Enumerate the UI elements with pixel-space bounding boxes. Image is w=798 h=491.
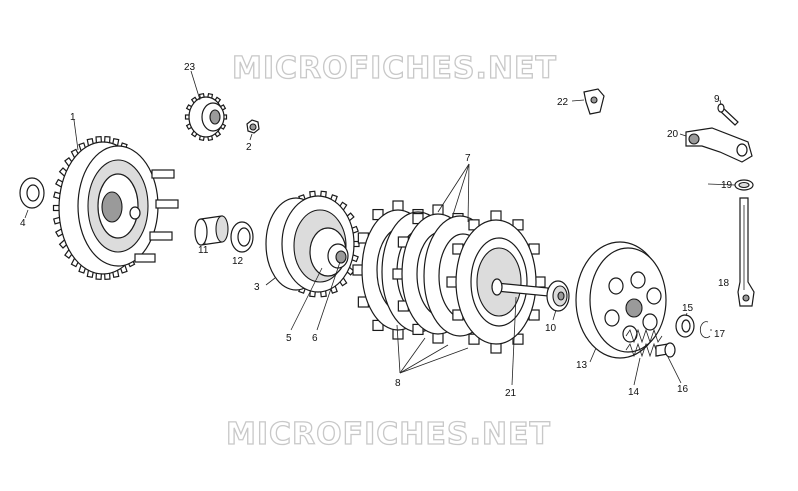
part-23-gear [184, 92, 228, 142]
callout-2: 2 [246, 142, 252, 153]
callout-19: 19 [721, 180, 733, 191]
part-1-clutch-housing [52, 136, 179, 280]
part-10-bearing [546, 280, 570, 312]
callout-7: 7 [465, 153, 471, 164]
callout-18: 18 [718, 278, 730, 289]
callout-4: 4 [20, 218, 26, 229]
callout-21: 21 [505, 388, 517, 399]
part-15-washer [675, 314, 695, 338]
callout-13: 13 [576, 360, 588, 371]
part-21-pushrod [491, 278, 549, 297]
part-16-bolt [655, 342, 676, 358]
callout-15: 15 [682, 303, 694, 314]
callout-23: 23 [184, 62, 196, 73]
callout-11: 11 [198, 245, 209, 256]
callout-8: 8 [395, 378, 401, 389]
part-13-pressure-plate [575, 241, 667, 359]
callout-6: 6 [312, 333, 318, 344]
part-11-spacer [194, 215, 229, 246]
part-4-washer [19, 177, 45, 209]
callout-12: 12 [232, 256, 244, 267]
part-19-seal [734, 179, 754, 191]
part-22-bracket [583, 88, 605, 115]
part-7-8-clutch-plates [352, 200, 546, 354]
callout-3: 3 [254, 282, 260, 293]
callout-5: 5 [286, 333, 292, 344]
part-3-clutch-hub [265, 190, 360, 298]
callout-16: 16 [677, 384, 689, 395]
callout-14: 14 [628, 387, 640, 398]
part-20-release-lever [685, 127, 753, 163]
part-9-screw [717, 103, 739, 126]
part-2-nut [246, 119, 260, 134]
leader-lines [24, 70, 745, 386]
callout-labels: 1 2 3 4 5 6 7 8 9 10 11 12 13 14 15 16 1… [20, 62, 733, 399]
callout-17: 17 [714, 329, 726, 340]
callout-20: 20 [667, 129, 679, 140]
watermark-top: MICROFICHES.NET [232, 51, 557, 86]
callout-1: 1 [70, 112, 76, 123]
watermark-bottom: MICROFICHES.NET [226, 417, 551, 452]
callout-10: 10 [545, 323, 557, 334]
callout-9: 9 [714, 94, 720, 105]
part-18-release-shaft [737, 197, 755, 307]
callout-22: 22 [557, 97, 569, 108]
part-12-washer [230, 221, 254, 253]
part-17-circlip [699, 321, 711, 339]
